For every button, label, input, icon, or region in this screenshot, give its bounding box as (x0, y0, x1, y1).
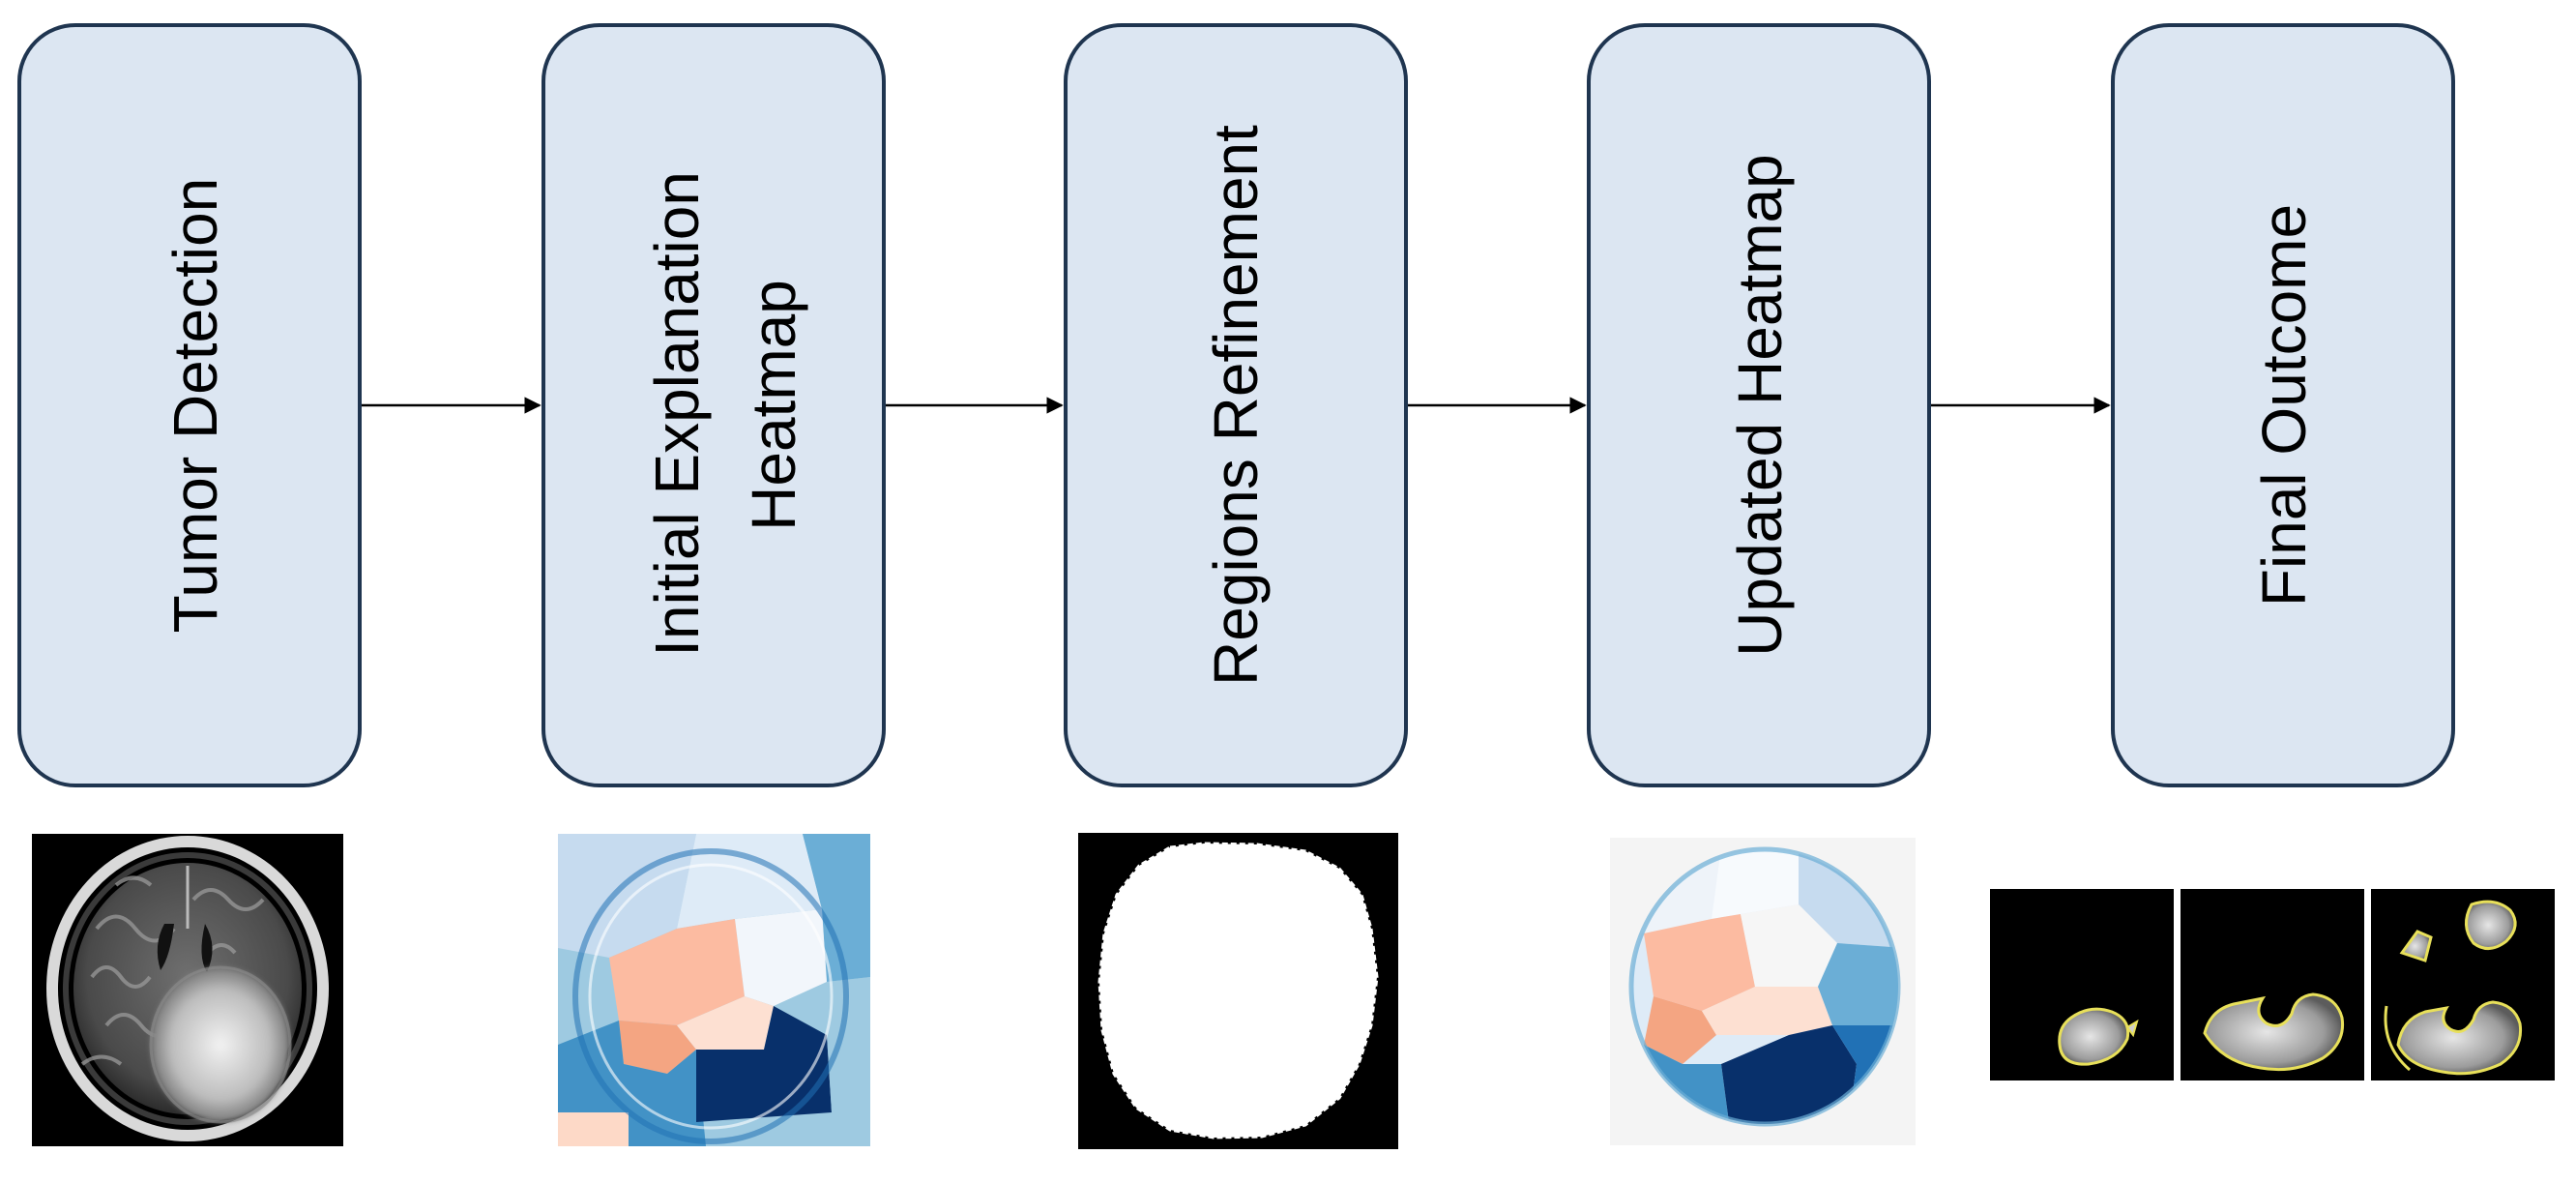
stage-label: Initial Explanation Heatmap (642, 154, 808, 656)
stage-regions-refinement: Regions Refinement (1064, 23, 1408, 787)
stage-label-line: Final Outcome (2249, 204, 2319, 607)
stage-label-line: Initial Explanation (642, 171, 712, 657)
stage-label-line: Tumor Detection (161, 178, 230, 634)
stage-final-outcome: Final Outcome (2111, 23, 2455, 787)
stage-label-line: Updated Heatmap (1725, 154, 1795, 656)
stage-label: Final Outcome (2249, 204, 2319, 607)
mri-brain-scan-image (32, 834, 343, 1146)
stage-label-line: Heatmap (739, 280, 808, 531)
segmented-panel (2371, 889, 2555, 1080)
stage-label: Tumor Detection (161, 178, 230, 634)
stage-tumor-detection: Tumor Detection (17, 23, 362, 787)
refined-heatmap-image (1610, 838, 1916, 1145)
stage-box (1064, 23, 1408, 787)
stage-label: Updated Heatmap (1725, 154, 1795, 656)
segmented-region-panels (1990, 889, 2555, 1080)
stage-initial-explanation-heatmap: Initial Explanation Heatmap (542, 23, 886, 787)
stage-box (17, 23, 362, 787)
stage-box (1587, 23, 1931, 787)
stage-label: Regions Refinement (1201, 125, 1271, 686)
stage-box (542, 23, 886, 787)
initial-explanation-heatmap-image (558, 834, 870, 1146)
stage-box (2111, 23, 2455, 787)
binary-mask-image (1078, 833, 1398, 1149)
stage-label-line: Regions Refinement (1201, 125, 1271, 686)
segmented-panel (2181, 889, 2364, 1080)
stage-updated-heatmap: Updated Heatmap (1587, 23, 1931, 787)
segmented-panel (1990, 889, 2174, 1080)
